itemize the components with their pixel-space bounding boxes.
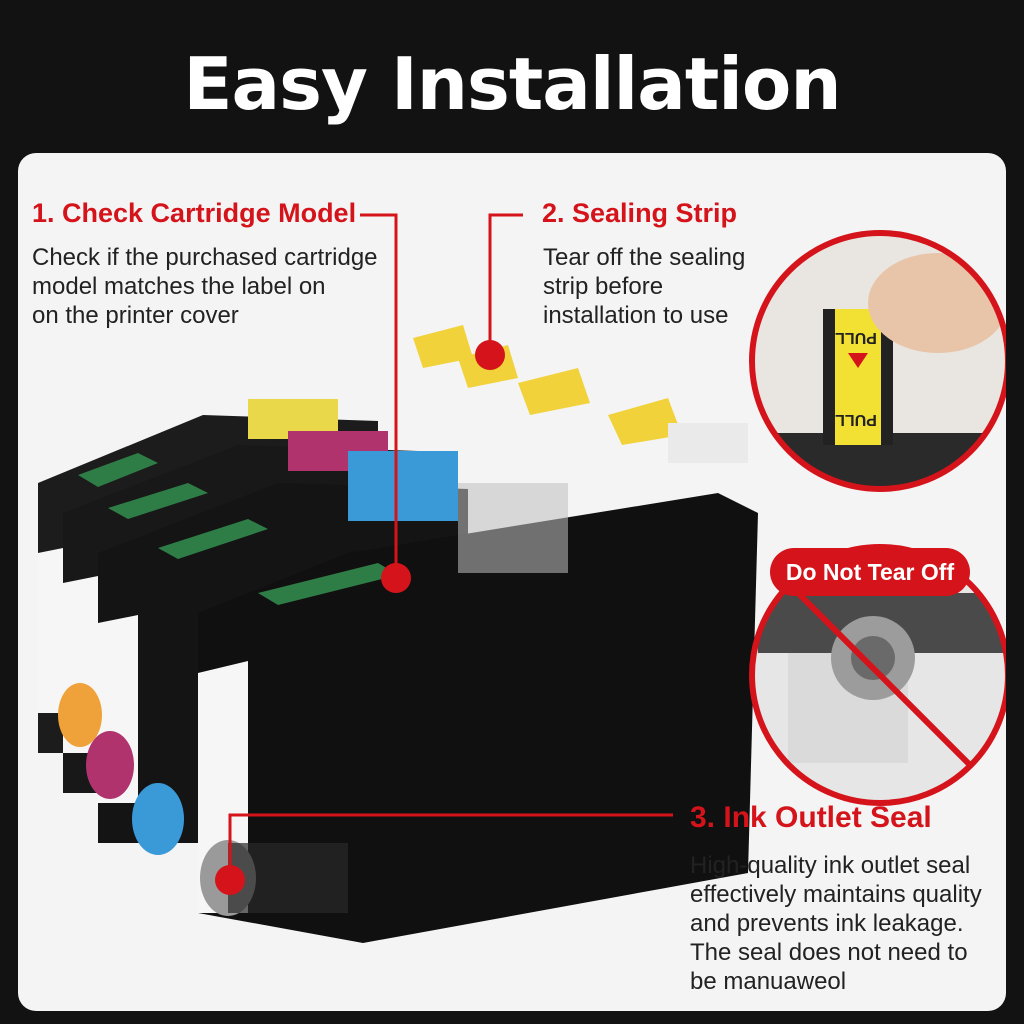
step-1-line: Check if the purchased cartridge [32, 244, 378, 271]
sealing-strip-detail [749, 230, 1006, 492]
callout-dot-strip [475, 340, 505, 370]
step-2-description: Tear off the sealing strip before instal… [543, 243, 745, 330]
step-3-line: be manuaweol [690, 968, 847, 995]
step-1-description: Check if the purchased cartridge model m… [32, 243, 378, 330]
step-3-description: High-quality ink outlet seal effectively… [690, 851, 982, 996]
step-1-line: on the printer cover [32, 302, 239, 329]
callout-dot-outlet [215, 865, 245, 895]
cartridge-illustration: PULL PULL [38, 213, 1006, 943]
content-panel: PULL PULL 1. Check Cartridge Model Check… [18, 153, 1006, 1011]
step-1-line: model matches the label on [32, 273, 326, 300]
step-3-line: effectively maintains quality [690, 881, 982, 908]
tape-pull-label-2: PULL [835, 411, 877, 428]
step-1-heading: 1. Check Cartridge Model [32, 198, 357, 228]
page-title: Easy Installation [183, 42, 841, 126]
warning-badge: Do Not Tear Off [770, 548, 970, 596]
step-2-line: Tear off the sealing [543, 244, 746, 271]
tape-pull-label-1: PULL [835, 329, 877, 346]
step-3-line: High-quality ink outlet seal [690, 852, 971, 879]
step-2-line: strip before [543, 273, 664, 300]
ink-outlets [58, 683, 348, 916]
callout-dot-model [381, 563, 411, 593]
step-3-line: The seal does not need to [690, 939, 968, 966]
callout-lines [228, 213, 673, 880]
step-2-line: installation to use [543, 302, 729, 329]
step-3-line: and prevents ink leakage. [690, 910, 964, 937]
step-3-heading: 3. Ink Outlet Seal [690, 801, 932, 834]
outlet-seal-detail [749, 544, 1006, 806]
step-2-heading: 2. Sealing Strip [542, 198, 738, 228]
